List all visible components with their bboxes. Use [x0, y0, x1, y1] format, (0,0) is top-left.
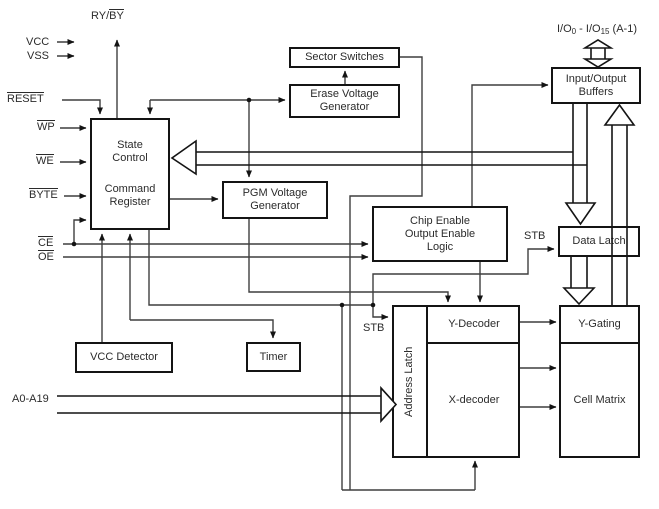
we-text: WE [36, 154, 54, 167]
block-timer: Timer [246, 342, 301, 372]
y-gating-section: Y-Gating [559, 318, 640, 330]
command-register-label: Command Register [104, 183, 156, 209]
stb-text-2: STB [363, 322, 385, 334]
io-sub1: 0 [571, 27, 577, 36]
io-buffers-label: Input/Output Buffers [565, 72, 627, 98]
sector-switches-label: Sector Switches [305, 51, 384, 63]
io-part3: (A-1) [609, 23, 637, 35]
signal-label-vcc: VCC [26, 36, 49, 48]
address-latch-divider [426, 305, 428, 458]
bus-address-into-address-latch [57, 385, 398, 424]
block-chip-enable-output-enable-logic: Chip Enable Output Enable Logic [372, 206, 508, 262]
timer-label: Timer [259, 350, 288, 363]
y-decoder-label: Y-Decoder [448, 318, 500, 330]
io-part1: I/O [557, 23, 572, 35]
y-x-decoder-divider [428, 342, 520, 344]
block-input-output-buffers: Input/Output Buffers [551, 67, 641, 104]
signal-label-address-bus: A0-A19 [12, 393, 49, 405]
data-latch-label: Data Latch [572, 235, 626, 247]
bus-data-latch-to-ygating [562, 257, 596, 306]
block-erase-voltage-generator: Erase Voltage Generator [289, 84, 400, 118]
chip-enable-logic-label: Chip Enable Output Enable Logic [404, 214, 476, 253]
io-sub2: 15 [600, 27, 610, 36]
signal-label-reset: RESET [7, 92, 44, 105]
open-arrowhead-into-ygating [562, 287, 596, 306]
address-latch-section: Address Latch [392, 305, 426, 458]
byte-text: BYTE [29, 188, 58, 201]
block-vcc-detector: VCC Detector [75, 342, 173, 373]
oe-text: OE [38, 250, 54, 263]
signal-label-vss: VSS [27, 50, 49, 62]
open-arrowhead-into-io-buffers [603, 103, 636, 126]
block-ygating-cellmatrix [559, 305, 640, 458]
vss-text: VSS [27, 50, 50, 62]
open-arrowhead-io-down [582, 58, 614, 68]
address-latch-label: Address Latch [403, 346, 415, 417]
cell-matrix-label: Cell Matrix [573, 394, 626, 406]
block-pgm-voltage-generator: PGM Voltage Generator [222, 181, 328, 219]
cell-matrix-section: Cell Matrix [559, 394, 640, 406]
address-bus-text: A0-A19 [12, 393, 49, 405]
vcc-detector-label: VCC Detector [90, 351, 158, 363]
open-arrowhead-into-data-latch [564, 202, 597, 226]
signal-label-byte: BYTE [29, 188, 58, 201]
y-decoder-section: Y-Decoder [428, 318, 520, 330]
vcc-text: VCC [26, 36, 50, 48]
ce-text: CE [38, 236, 54, 249]
wp-text: WP [37, 120, 55, 133]
pgm-voltage-generator-label: PGM Voltage Generator [242, 187, 308, 212]
wire-timer [127, 233, 276, 339]
io-part2: - I/O [576, 23, 601, 35]
signal-label-ry-by: RY/BY [91, 9, 124, 22]
stb-text-1: STB [524, 230, 546, 242]
state-control-label: State Control [112, 138, 148, 164]
bus-io-external-bidirectional [582, 39, 614, 68]
erase-voltage-generator-label: Erase Voltage Generator [310, 88, 379, 113]
ry-by-overline: BY [109, 9, 124, 22]
block-sector-switches: Sector Switches [289, 47, 400, 68]
open-arrowhead-into-state-control [170, 139, 197, 176]
wire-reset [62, 99, 103, 115]
open-arrowhead-io-up [582, 39, 614, 49]
wire-chipenable-to-io [471, 82, 549, 206]
x-decoder-section: X-decoder [428, 394, 520, 406]
y-gating-label: Y-Gating [578, 318, 621, 330]
block-state-control-command-register: State Control Command Register [90, 118, 170, 230]
ygating-cellmatrix-divider [559, 342, 640, 344]
signal-label-stb-addresslatch: STB [363, 322, 384, 334]
signal-label-we: WE [36, 154, 54, 167]
signal-label-oe: OE [38, 250, 54, 263]
signal-label-ce: CE [38, 236, 54, 249]
block-data-latch: Data Latch [558, 226, 640, 257]
ry-by-prefix: RY/ [91, 10, 110, 22]
signal-label-wp: WP [37, 120, 55, 133]
reset-text: RESET [7, 92, 44, 105]
wire-erase-pgm-net [147, 97, 286, 178]
signal-label-stb-datalatch: STB [524, 230, 545, 242]
bus-ygating-to-io-buffers [603, 103, 636, 305]
signal-label-io-bus: I/O0 - I/O15 (A-1) [557, 23, 637, 38]
x-decoder-label: X-decoder [448, 394, 500, 406]
